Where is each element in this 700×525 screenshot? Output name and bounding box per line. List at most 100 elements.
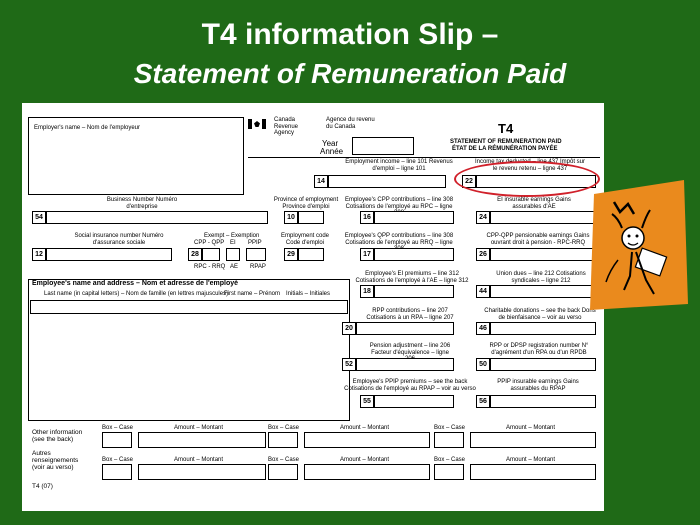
agency-fr: Agence du revenu du Canada — [326, 117, 375, 130]
other-box-code-field[interactable] — [434, 432, 464, 448]
union-dues-label: Union dues – line 212 Cotisations syndic… — [496, 271, 586, 284]
box-17-field[interactable] — [374, 248, 454, 261]
ppip-earnings-label: PPIP insurable earnings Gains assurables… — [497, 379, 579, 392]
amount-label: Amount – Montant — [340, 457, 390, 463]
box-29-field[interactable] — [298, 248, 324, 261]
falling-person-illustration — [588, 180, 688, 310]
other-amount-field[interactable] — [470, 432, 596, 448]
cpp-pensionable-label: CPP-QPP pensionable earnings Gains ouvra… — [486, 233, 590, 246]
box-12-field[interactable] — [46, 248, 172, 261]
box-44-field[interactable] — [490, 285, 596, 298]
box-case-label: Box – Case — [102, 425, 134, 431]
amount-label: Amount – Montant — [506, 425, 556, 431]
box-55-field[interactable] — [374, 395, 454, 408]
box-17-number: 17 — [360, 248, 374, 261]
business-number-label: Business Number Numéro d'entreprise — [106, 197, 178, 210]
last-name-label: Last name (in capital letters) – Nom de … — [44, 291, 229, 297]
exempt-rpc-rrq: RPC - RRQ — [194, 264, 226, 270]
box-18-field[interactable] — [374, 285, 454, 298]
box-54-field[interactable] — [46, 211, 268, 224]
box-case-label: Box – Case — [434, 425, 466, 431]
box-case-label: Box – Case — [102, 457, 134, 463]
box-55-number: 55 — [360, 395, 374, 408]
exempt-ei-checkbox[interactable] — [226, 248, 240, 261]
charitable-label: Charitable donations – see the back Dons… — [484, 308, 596, 321]
employee-name-field[interactable] — [30, 300, 348, 314]
exempt-label: Exempt – Exemption — [204, 233, 260, 239]
initials-label: Initials – Initiales — [286, 291, 331, 297]
slide-title: T4 information Slip – — [201, 18, 499, 51]
box-20-field[interactable] — [356, 322, 454, 335]
exempt-ae: AE — [230, 264, 239, 270]
canada-flag-icon — [248, 119, 266, 129]
year-label-en: Year — [322, 139, 339, 148]
employee-name-address-label: Employee's name and address – Nom et adr… — [32, 280, 239, 287]
box-56-number: 56 — [476, 395, 490, 408]
year-label-fr: Année — [320, 147, 344, 156]
amount-label: Amount – Montant — [174, 425, 224, 431]
box-16-field[interactable] — [374, 211, 454, 224]
box-10-number: 10 — [284, 211, 298, 224]
exempt-ei: EI — [230, 240, 236, 246]
box-50-field[interactable] — [490, 358, 596, 371]
other-amount-field[interactable] — [304, 432, 430, 448]
other-amount-field[interactable] — [138, 464, 266, 480]
amount-label: Amount – Montant — [340, 425, 390, 431]
province-label: Province of employment Province d'emploi — [273, 197, 339, 210]
box-46-number: 46 — [476, 322, 490, 335]
other-box-code-field[interactable] — [102, 432, 132, 448]
box-29-number: 29 — [284, 248, 298, 261]
statement-en: STATEMENT OF REMUNERATION PAID — [450, 139, 562, 145]
box-24-number: 24 — [476, 211, 490, 224]
other-amount-field[interactable] — [470, 464, 596, 480]
ei-earnings-label: EI insurable earnings Gains assurables d… — [497, 197, 571, 210]
other-box-code-field[interactable] — [268, 432, 298, 448]
box-26-field[interactable] — [490, 248, 596, 261]
box-12-number: 12 — [32, 248, 46, 261]
highlight-oval — [454, 161, 600, 197]
box-16-number: 16 — [360, 211, 374, 224]
sin-label: Social insurance number Numéro d'assuran… — [74, 233, 164, 246]
amount-label: Amount – Montant — [174, 457, 224, 463]
box-case-label: Box – Case — [268, 425, 300, 431]
box-24-field[interactable] — [490, 211, 596, 224]
box-56-field[interactable] — [490, 395, 596, 408]
year-field[interactable] — [352, 137, 414, 155]
box-50-number: 50 — [476, 358, 490, 371]
t4-form: Employer's name – Nom de l'employeur Can… — [22, 103, 604, 511]
box-14-field[interactable] — [328, 175, 446, 188]
employment-code-label: Employment code Code d'emploi — [280, 233, 330, 246]
box-10-field[interactable] — [298, 211, 324, 224]
box-28-number: 28 — [188, 248, 202, 261]
other-amount-field[interactable] — [138, 432, 266, 448]
box-case-label: Box – Case — [268, 457, 300, 463]
box-46-field[interactable] — [490, 322, 596, 335]
box-case-label: Box – Case — [434, 457, 466, 463]
agency-en: Canada Revenue Agency — [274, 117, 299, 136]
rpp-dpsp-label: RPP or DPSP registration number N° d'agr… — [489, 343, 589, 356]
box-52-field[interactable] — [356, 358, 454, 371]
box-52-number: 52 — [342, 358, 356, 371]
box-18-number: 18 — [360, 285, 374, 298]
employer-name-label: Employer's name – Nom de l'employeur — [34, 125, 141, 131]
other-box-code-field[interactable] — [102, 464, 132, 480]
exempt-cpp-qpp: CPP - QPP — [194, 240, 225, 246]
box-26-number: 26 — [476, 248, 490, 261]
slide-subtitle: Statement of Remuneration Paid — [133, 58, 567, 89]
rpp-label: RPP contributions – line 207 Cotisations… — [366, 308, 454, 321]
exempt-ppip-checkbox[interactable] — [246, 248, 266, 261]
other-box-code-field[interactable] — [268, 464, 298, 480]
autres-label: Autres renseignements (voir au verso) — [32, 450, 79, 471]
other-box-code-field[interactable] — [434, 464, 464, 480]
box-54-number: 54 — [32, 211, 46, 224]
employer-name-field[interactable] — [28, 117, 244, 195]
exempt-cpp-checkbox[interactable] — [202, 248, 220, 261]
box-14-number: 14 — [314, 175, 328, 188]
ppip-premiums-label: Employee's PPIP premiums – see the back … — [344, 379, 476, 392]
employment-income-label: Employment income – line 101 Revenus d'e… — [345, 159, 453, 172]
other-amount-field[interactable] — [304, 464, 430, 480]
form-code-t4: T4 — [498, 121, 514, 136]
box-44-number: 44 — [476, 285, 490, 298]
first-name-label: First name – Prénom — [224, 291, 281, 297]
amount-label: Amount – Montant — [506, 457, 556, 463]
